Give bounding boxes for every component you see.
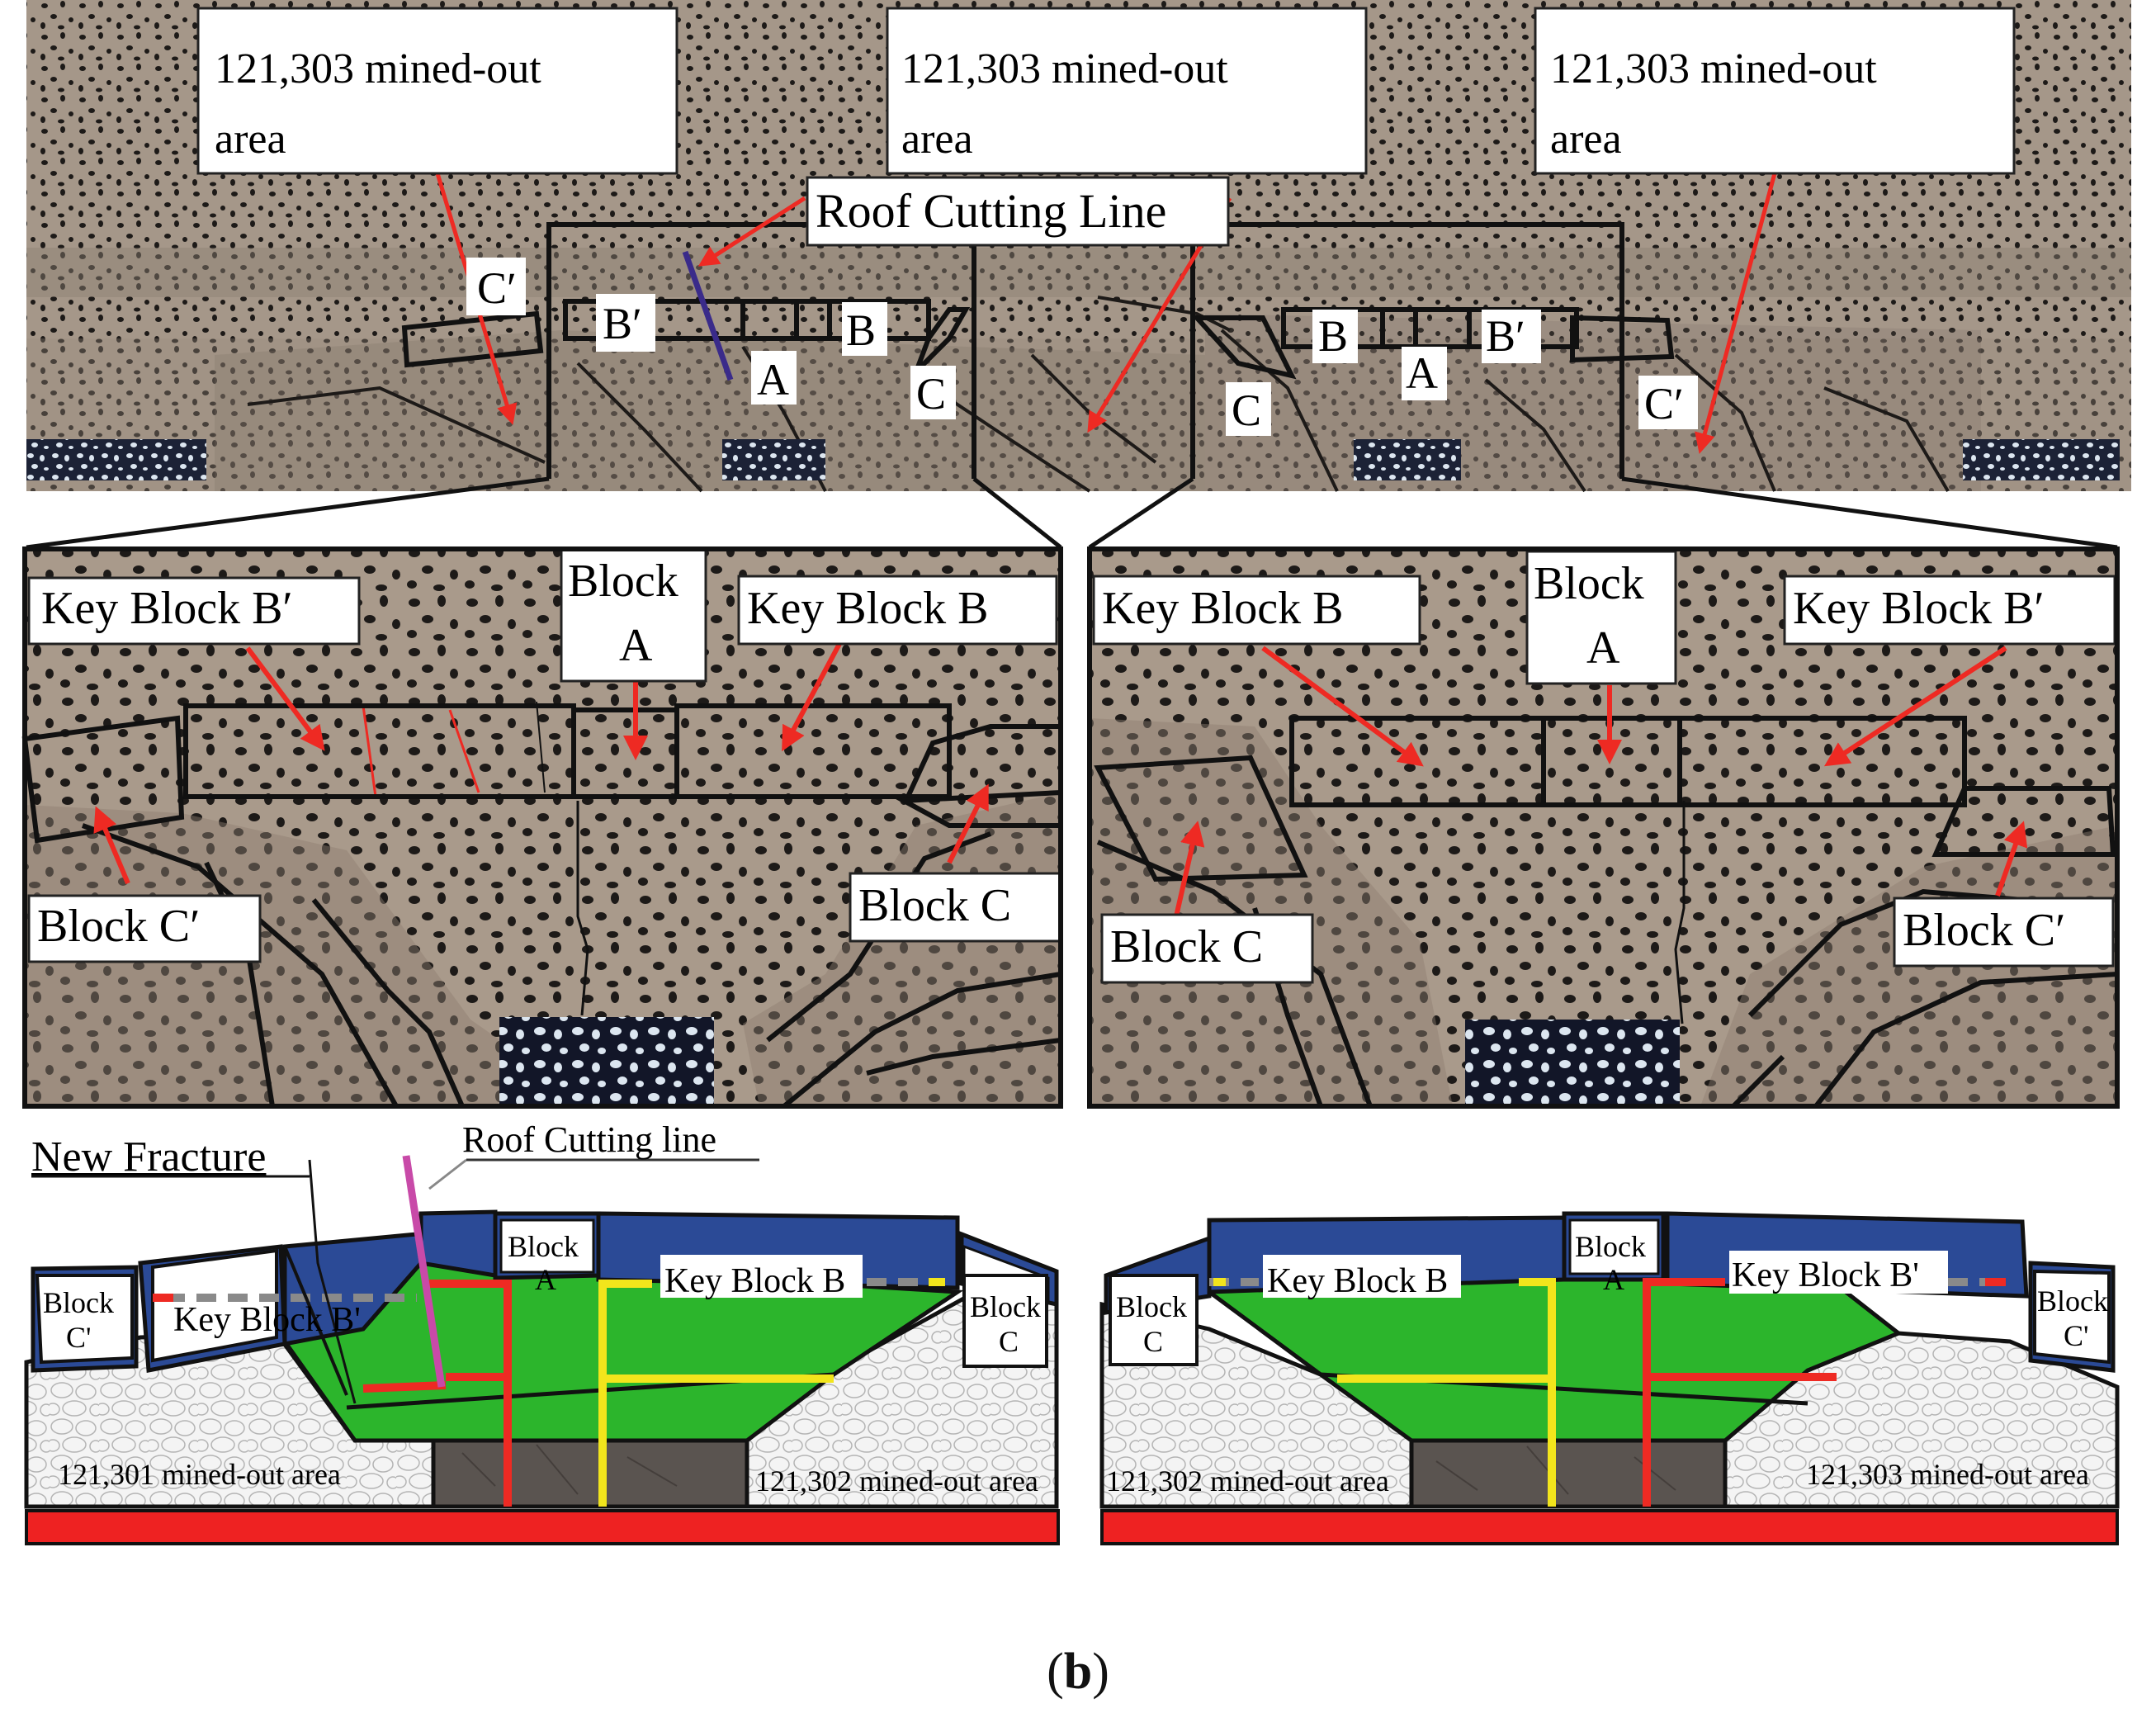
zoom-frame-right [1190,222,1624,479]
coal-seam [1963,439,2120,480]
coal-seam [499,1017,714,1106]
arrow [1695,173,1777,454]
sl-block-c-l1: Block [970,1290,1041,1323]
area-label-3a: 121,303 mined-out [1550,45,1877,92]
area-label-2a: 121,303 mined-out [901,45,1228,92]
sl-area-right: 121,302 mined-out area [755,1464,1038,1498]
sl-block-a-l2: A [535,1263,556,1296]
top-photo-panel: 121,303 mined-out area 121,303 mined-out… [26,0,2131,493]
figure-caption: (b) [1047,1644,1109,1700]
area-label-1a: 121,303 mined-out [215,45,541,92]
sl-key-block-b: Key Block B [664,1262,845,1300]
sl-block-a-l1: Block [508,1230,579,1263]
sr-key-block-b-prime: Key Block B' [1732,1256,1919,1294]
zoom-right-block-c: Block C [1110,921,1263,972]
label-b-prime-right: B′ [1486,311,1525,361]
coal-seam [26,439,206,480]
sr-block-c-l2: C [1143,1325,1163,1358]
zoom-panel-right: Key Block B Block A Key Block B′ Block C… [1087,546,2120,1109]
roof-cutting-line-label: Roof Cutting line [462,1119,716,1160]
schematic-left: New Fracture Roof Cutting line Block C' … [24,1119,1060,1545]
zoom-right-key-block-b: Key Block B [1102,583,1343,634]
sr-area-right: 121,303 mined-out area [1806,1458,2089,1491]
schematic-right: Block C Key Block B Block A Key Block B'… [1099,1211,2120,1545]
area-label-box [886,7,1368,175]
label-c-right: C [1232,386,1261,435]
label-c-prime-left: C′ [477,263,517,313]
label-a-left: A [757,355,789,405]
zoom-left-block-c-prime: Block C′ [37,901,200,952]
sr-block-c-prime-l2: C' [2064,1319,2089,1352]
sr-block-a-l1: Block [1575,1230,1646,1263]
zoom-left-key-block-b-prime: Key Block B′ [41,583,293,634]
area-label-2b: area [901,116,973,163]
coal-seam [1354,439,1461,480]
area-label-box [196,7,678,175]
area-label-3b: area [1550,116,1622,163]
caption-letter: b [1063,1644,1093,1700]
zoom-right-block-a-l2: A [1586,622,1620,674]
zoom-panel-left: Key Block B′ Block A Key Block B Block C… [21,546,1063,1109]
zoom-left-block-a-l1: Block [568,556,678,607]
block-outline-c-right [1191,315,1297,380]
zoom-right-block-c-prime: Block C′ [1903,905,2065,956]
block-outline-c-prime-left [401,310,544,368]
label-b-prime-left: B′ [603,299,642,348]
zoom-left-key-block-b: Key Block B [747,583,988,634]
zoom-connectors [26,476,2118,550]
sr-block-c-l1: Block [1116,1290,1187,1323]
arrow [697,196,806,267]
label-c-left: C [916,369,946,419]
sr-block-a-l2: A [1603,1263,1624,1296]
label-a-right: A [1406,348,1438,398]
roof-cutting-label: Roof Cutting Line [816,184,1166,238]
sr-key-block-b: Key Block B [1267,1262,1448,1300]
area-label-1b: area [215,116,286,163]
sr-area-left: 121,302 mined-out area [1106,1464,1389,1498]
area-label-box [1534,7,2016,175]
roof-cutting-mark [682,250,734,381]
sl-area-left: 121,301 mined-out area [58,1458,341,1491]
label-b-left: B [846,305,876,355]
zoom-left-block-a-l2: A [619,620,653,671]
sl-block-c-prime-l2: C' [66,1321,92,1354]
label-b-right: B [1318,311,1348,361]
sr-block-c-prime-l1: Block [2037,1285,2108,1318]
label-c-prime-right: C′ [1644,379,1684,428]
new-fracture-label: New Fracture [31,1133,266,1181]
coal-seam [1465,1020,1680,1106]
coal-seam [722,439,825,480]
zoom-right-block-a-l1: Block [1534,558,1644,609]
sl-block-c-l2: C [999,1325,1019,1358]
sl-block-c-prime-l1: Block [43,1286,114,1319]
sl-key-block-b-prime: Key Block B' [173,1301,361,1339]
zoom-right-key-block-b-prime: Key Block B′ [1793,583,2045,634]
zoom-left-block-c: Block C [858,880,1011,931]
block-outline-c-prime-right [1570,315,1675,363]
